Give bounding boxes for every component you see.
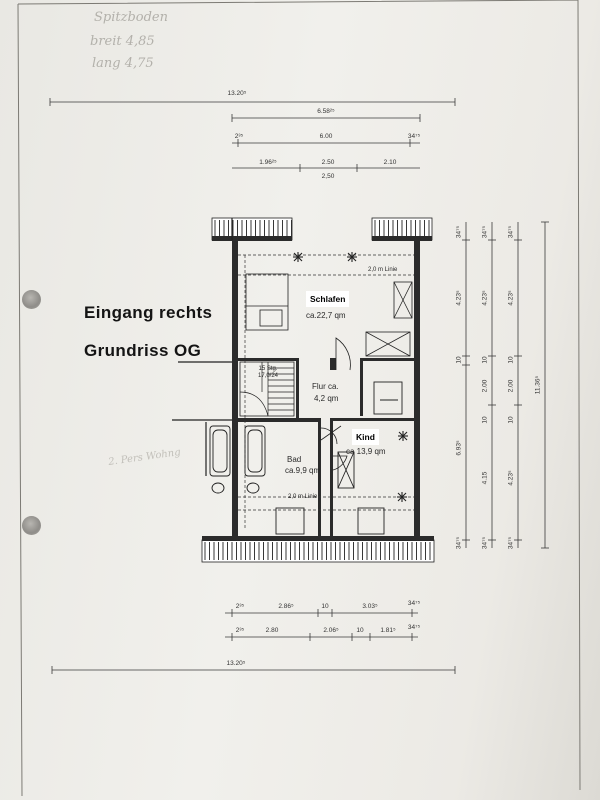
dim-right-col2-b: 4.23⁵ xyxy=(481,290,489,306)
dim-right-col1-e: 34⁷⁵ xyxy=(455,536,463,550)
bath-name: Bad xyxy=(287,455,302,464)
dim-right-col1-a: 34⁷⁵ xyxy=(455,225,463,239)
pencil-note-1: Spitzboden xyxy=(94,10,168,25)
pencil-note-3: lang 4,75 xyxy=(92,56,154,71)
dim-right-col3-a: 34⁷⁵ xyxy=(507,225,515,239)
heading-floor-plan: Grundriss OG xyxy=(84,341,202,360)
hall-area: 4,2 qm xyxy=(314,394,339,403)
dim-right-col2-a: 34⁷⁵ xyxy=(481,225,489,239)
dim-bottom-row2-b: 2.80 xyxy=(265,627,279,634)
dim-bottom-row2-a: 2³⁵ xyxy=(235,627,245,634)
dim-right-col2-e: 10 xyxy=(481,416,489,424)
label-child: Kind xyxy=(352,429,379,445)
dim-right-col3-g: 34⁷⁵ xyxy=(507,536,515,550)
label-bedroom: Schlafen xyxy=(306,291,350,307)
hall-name: Flur ca. xyxy=(312,382,339,391)
dim-right-col2-c: 10 xyxy=(481,356,489,364)
dim-top-total: 13.20⁵ xyxy=(227,90,247,97)
clearance-line-bottom: 2,0 m Linie xyxy=(288,494,318,500)
dim-top-row3-b: 2.50 xyxy=(321,159,335,166)
dim-bottom-row2-c: 2.06⁵ xyxy=(323,627,339,634)
dim-top-row2-b: 6.00 xyxy=(319,133,333,140)
dim-right-col3-f: 4.23⁵ xyxy=(507,470,515,486)
dim-right-col3-d: 2.00 xyxy=(507,379,515,393)
dim-right-col2-f: 4.15 xyxy=(481,471,489,485)
dim-right-total: 11.36⁵ xyxy=(534,375,542,395)
dim-top-row1: 6.58²⁵ xyxy=(317,108,335,115)
heading-entrance: Eingang rechts xyxy=(84,303,213,322)
dim-top-row3-c: 2.10 xyxy=(383,159,397,166)
dim-bottom-row1-b: 2.86⁵ xyxy=(278,603,294,610)
clearance-line-top: 2,0 m Linie xyxy=(368,267,398,273)
dim-bottom-row2-d: 10 xyxy=(356,627,364,634)
dim-bottom-row1-c: 10 xyxy=(321,603,329,610)
dim-bottom-row1-d: 3.03⁵ xyxy=(362,603,378,610)
punch-hole-top xyxy=(22,290,41,309)
dim-right-col3-b: 4.23⁵ xyxy=(507,290,515,306)
punch-hole-bottom xyxy=(22,516,41,535)
dim-bottom-row1-a: 2³⁵ xyxy=(235,603,245,610)
dim-bottom-row2-e: 1.81⁵ xyxy=(380,627,396,634)
dim-right-col2-g: 34⁷⁵ xyxy=(481,536,489,550)
bath-area: ca.9,9 qm xyxy=(285,466,321,475)
dim-right-col1-b: 4.23⁵ xyxy=(455,290,463,306)
dim-top-row2-c: 34⁷⁵ xyxy=(407,133,421,140)
child-area: ca 13,9 qm xyxy=(346,447,386,456)
dim-right-col3-e: 10 xyxy=(507,416,515,424)
dim-right-col1-c: 10 xyxy=(455,356,463,364)
dim-right-col2-d: 2.00 xyxy=(481,379,489,393)
bedroom-area: ca.22,7 qm xyxy=(306,311,346,320)
dim-bottom-row1-e: 34⁷⁵ xyxy=(407,600,421,607)
dim-top-row3-sub: 2,50 xyxy=(321,173,335,180)
dim-right-col1-d: 6.93⁵ xyxy=(455,440,463,456)
pencil-note-2: breit 4,85 xyxy=(90,34,155,49)
stairs-steps: 15 Stg.17,0/24 xyxy=(258,366,278,380)
dim-top-row2-a: 2³⁵ xyxy=(234,133,244,140)
stairs-line-1: 15 Stg. xyxy=(258,366,278,372)
dim-bottom-row2-f: 34⁷⁵ xyxy=(407,624,421,631)
dim-bottom-total: 13.20⁵ xyxy=(226,660,246,667)
stairs-line-2: 17,0/24 xyxy=(258,373,279,379)
dim-right-col3-c: 10 xyxy=(507,356,515,364)
dim-top-row3-a: 1.96²⁵ xyxy=(259,159,277,166)
